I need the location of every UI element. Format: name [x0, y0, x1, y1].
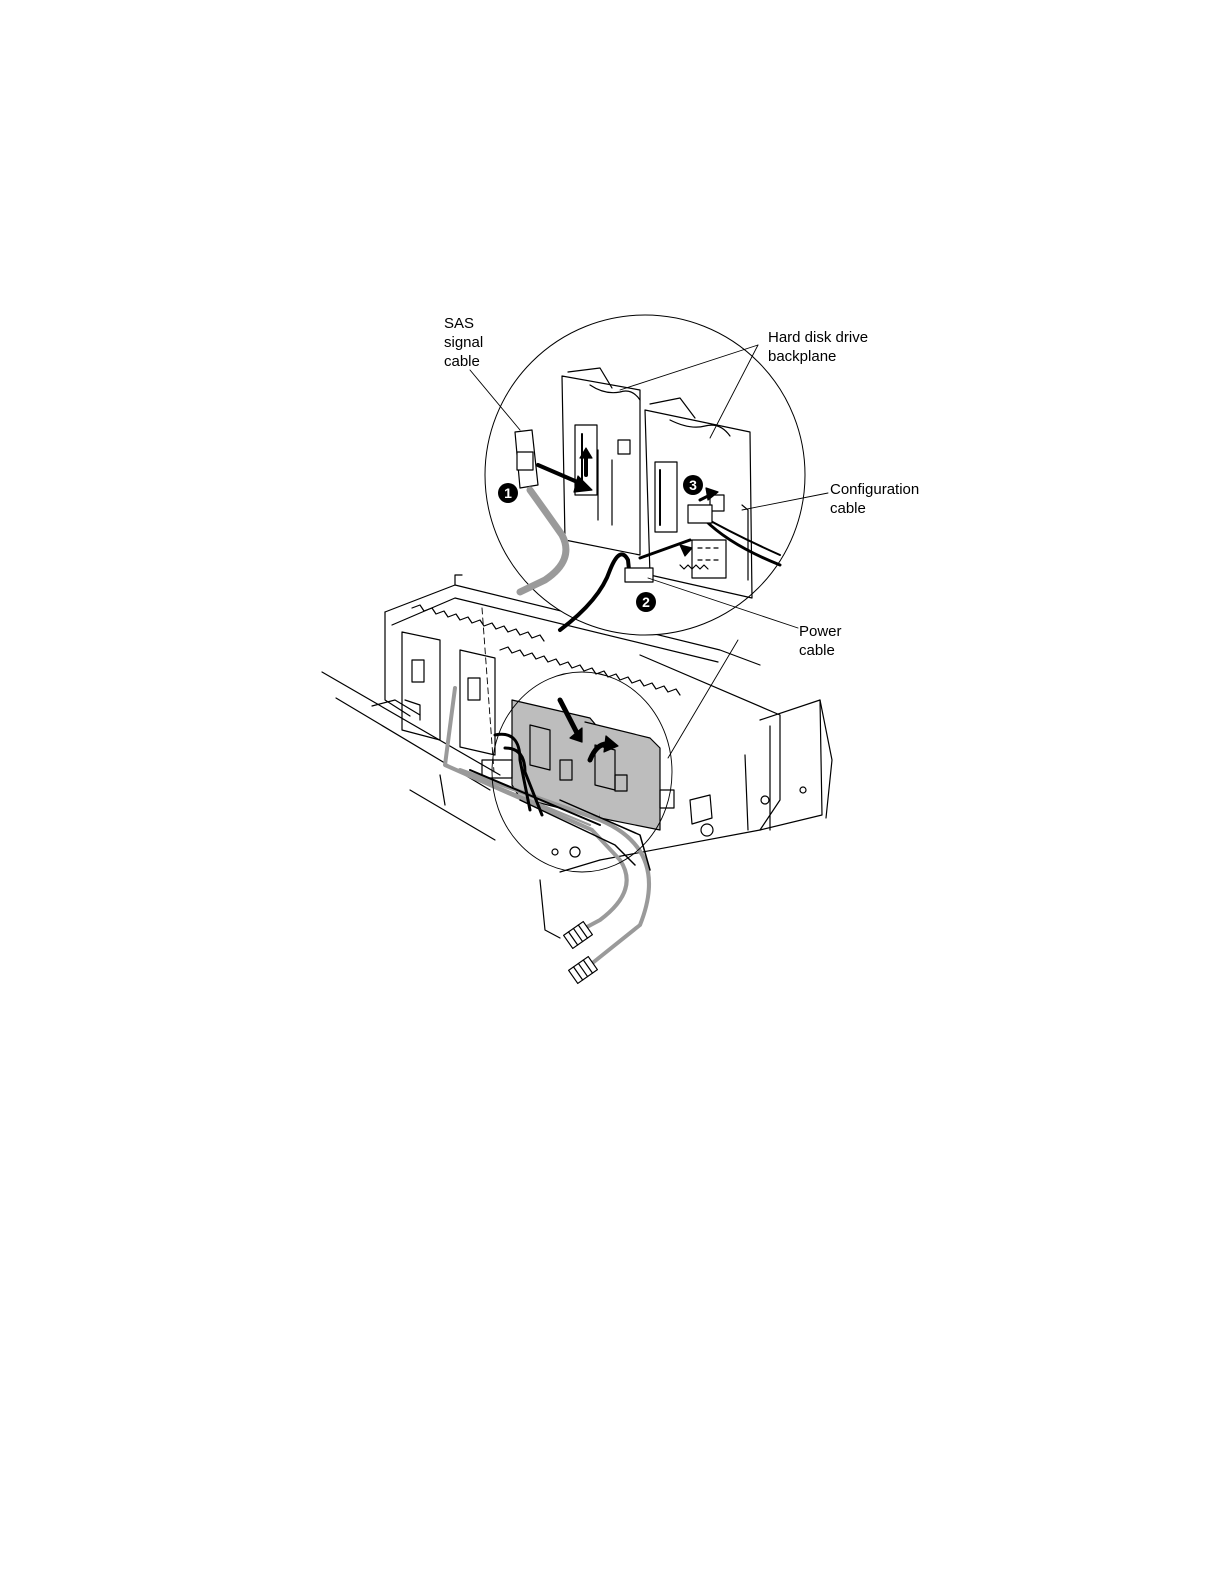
label-line: cable — [444, 352, 483, 371]
callout-3: 3 — [683, 475, 703, 495]
label-line: SAS — [444, 314, 483, 333]
zoom-detail — [485, 315, 805, 635]
callout-1: 1 — [498, 483, 518, 503]
power-cable-label: Power cable — [799, 622, 842, 660]
label-line: cable — [799, 641, 842, 660]
configuration-cable-label: Configuration cable — [830, 480, 919, 518]
server-chassis — [322, 575, 832, 938]
label-line: Power — [799, 622, 842, 641]
label-line: backplane — [768, 347, 868, 366]
label-line: Hard disk drive — [768, 328, 868, 347]
label-line: signal — [444, 333, 483, 352]
hard-disk-drive-backplane-label: Hard disk drive backplane — [768, 328, 868, 366]
sas-signal-cable-label: SAS signal cable — [444, 314, 483, 371]
callout-2: 2 — [636, 592, 656, 612]
label-line: Configuration — [830, 480, 919, 499]
label-line: cable — [830, 499, 919, 518]
